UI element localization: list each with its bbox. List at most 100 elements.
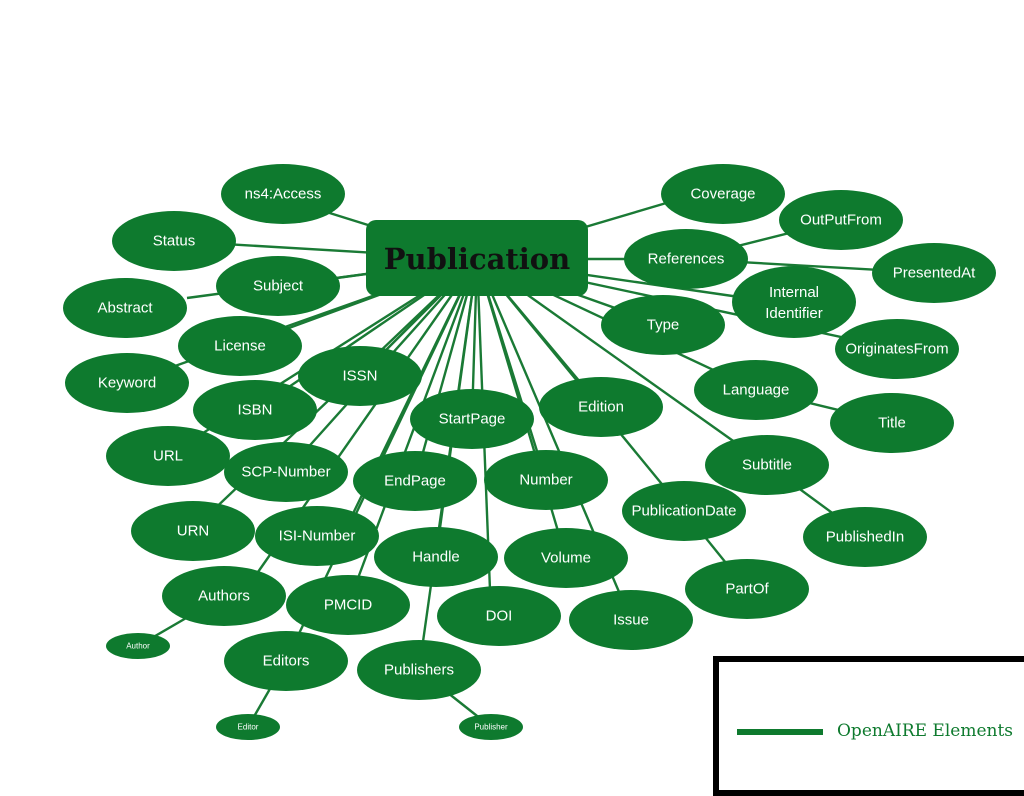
node-edition-label: Edition xyxy=(578,399,624,416)
node-internal-ellipse xyxy=(732,266,856,338)
node-handle-ellipse xyxy=(374,527,498,587)
node-isbn-label: ISBN xyxy=(237,402,272,419)
node-volume-label: Volume xyxy=(541,550,591,567)
node-issue-label: Issue xyxy=(613,612,649,629)
node-type-label: Type xyxy=(647,317,680,334)
node-publicationdate-label: PublicationDate xyxy=(631,503,736,520)
node-url: URL xyxy=(106,426,230,486)
node-endpage-label: EndPage xyxy=(384,473,446,490)
node-isi-label: ISI-Number xyxy=(279,528,356,545)
node-presentedat-label: PresentedAt xyxy=(893,265,976,282)
node-subtitle: Subtitle xyxy=(705,435,829,495)
node-issue: Issue xyxy=(569,590,693,650)
node-scp-label: SCP-Number xyxy=(241,464,330,481)
node-editor-ellipse xyxy=(216,714,280,740)
node-subtitle-label: Subtitle xyxy=(742,457,792,474)
nodes-layer: ns4:AccessStatusSubjectAbstractLicenseKe… xyxy=(63,164,996,740)
node-subject-ellipse xyxy=(216,256,340,316)
node-volume: Volume xyxy=(504,528,628,588)
node-authors: Authors xyxy=(162,566,286,626)
node-references-ellipse xyxy=(624,229,748,289)
node-presentedat: PresentedAt xyxy=(872,243,996,303)
node-partof-ellipse xyxy=(685,559,809,619)
node-coverage: Coverage xyxy=(661,164,785,224)
node-title-ellipse xyxy=(830,393,954,453)
node-pmcid-label: PMCID xyxy=(324,597,373,614)
node-subject: Subject xyxy=(216,256,340,316)
node-urn-ellipse xyxy=(131,501,255,561)
node-issue-ellipse xyxy=(569,590,693,650)
node-type: Type xyxy=(601,295,725,355)
node-issn-ellipse xyxy=(298,346,422,406)
node-author-label: Author xyxy=(126,642,150,651)
node-abstract-label: Abstract xyxy=(97,300,153,317)
node-editors-label: Editors xyxy=(263,653,310,670)
node-license-label: License xyxy=(214,338,266,355)
node-partof: PartOf xyxy=(685,559,809,619)
node-pmcid-ellipse xyxy=(286,575,410,635)
node-number-ellipse xyxy=(484,450,608,510)
root-node: Publication xyxy=(366,220,588,296)
node-title: Title xyxy=(830,393,954,453)
node-edition-ellipse xyxy=(539,377,663,437)
node-outputfrom: OutPutFrom xyxy=(779,190,903,250)
node-authors-ellipse xyxy=(162,566,286,626)
node-keyword: Keyword xyxy=(65,353,189,413)
node-endpage: EndPage xyxy=(353,451,477,511)
node-author: Author xyxy=(106,633,170,659)
node-handle: Handle xyxy=(374,527,498,587)
node-editors: Editors xyxy=(224,631,348,691)
node-originatesfrom-label: OriginatesFrom xyxy=(845,341,948,358)
node-publishers: Publishers xyxy=(357,640,481,700)
node-editor-label: Editor xyxy=(238,723,259,732)
node-status-ellipse xyxy=(112,211,236,271)
node-license: License xyxy=(178,316,302,376)
node-scp-ellipse xyxy=(224,442,348,502)
node-edition: Edition xyxy=(539,377,663,437)
node-access-label: ns4:Access xyxy=(245,186,322,203)
node-status-label: Status xyxy=(153,233,196,250)
node-number-label: Number xyxy=(519,472,572,489)
node-coverage-label: Coverage xyxy=(690,186,755,203)
node-editors-ellipse xyxy=(224,631,348,691)
node-abstract-ellipse xyxy=(63,278,187,338)
node-title-label: Title xyxy=(878,415,906,432)
node-doi: DOI xyxy=(437,586,561,646)
node-publisher-ellipse xyxy=(459,714,523,740)
node-publicationdate-ellipse xyxy=(622,481,746,541)
node-endpage-ellipse xyxy=(353,451,477,511)
node-issn: ISSN xyxy=(298,346,422,406)
node-language-ellipse xyxy=(694,360,818,420)
node-urn: URN xyxy=(131,501,255,561)
node-publisher-label: Publisher xyxy=(474,723,508,732)
node-coverage-ellipse xyxy=(661,164,785,224)
node-subject-label: Subject xyxy=(253,278,304,295)
node-url-ellipse xyxy=(106,426,230,486)
node-startpage: StartPage xyxy=(410,389,534,449)
node-scp: SCP-Number xyxy=(224,442,348,502)
node-license-ellipse xyxy=(178,316,302,376)
node-startpage-label: StartPage xyxy=(439,411,506,428)
legend-label: OpenAIRE Elements xyxy=(837,721,1014,741)
node-type-ellipse xyxy=(601,295,725,355)
node-isbn-ellipse xyxy=(193,380,317,440)
node-pmcid: PMCID xyxy=(286,575,410,635)
node-startpage-ellipse xyxy=(410,389,534,449)
node-publishers-ellipse xyxy=(357,640,481,700)
node-presentedat-ellipse xyxy=(872,243,996,303)
node-doi-label: DOI xyxy=(486,608,513,625)
node-author-ellipse xyxy=(106,633,170,659)
node-access-ellipse xyxy=(221,164,345,224)
node-abstract: Abstract xyxy=(63,278,187,338)
node-publishedin: PublishedIn xyxy=(803,507,927,567)
node-language: Language xyxy=(694,360,818,420)
node-outputfrom-label: OutPutFrom xyxy=(800,212,882,229)
node-publishedin-label: PublishedIn xyxy=(826,529,904,546)
root-node-box xyxy=(366,220,588,296)
node-references: References xyxy=(624,229,748,289)
node-originatesfrom: OriginatesFrom xyxy=(835,319,959,379)
node-doi-ellipse xyxy=(437,586,561,646)
legend-line-swatch xyxy=(737,729,823,735)
